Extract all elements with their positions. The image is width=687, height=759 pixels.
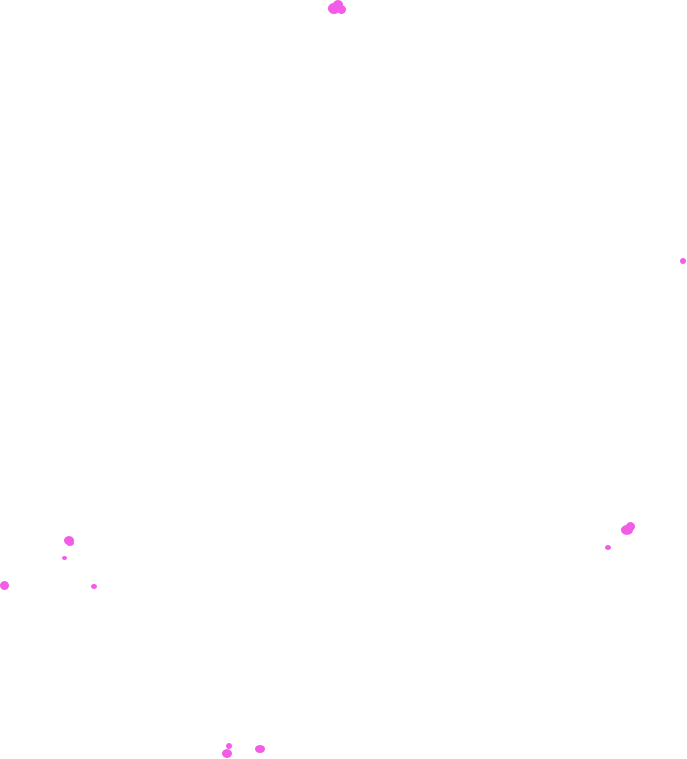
paint-speck — [62, 556, 67, 560]
paint-speck — [328, 3, 340, 14]
paint-speck — [222, 749, 232, 758]
paint-speck — [226, 743, 232, 749]
paint-speck — [0, 581, 9, 590]
paint-speck — [337, 5, 346, 14]
paint-speck — [626, 522, 635, 531]
paint-speck — [333, 0, 343, 9]
paint-speck — [66, 540, 74, 546]
paint-speck — [255, 745, 265, 753]
paint-speck — [605, 545, 611, 550]
paint-speck — [91, 584, 97, 589]
paint-speck — [680, 258, 686, 264]
